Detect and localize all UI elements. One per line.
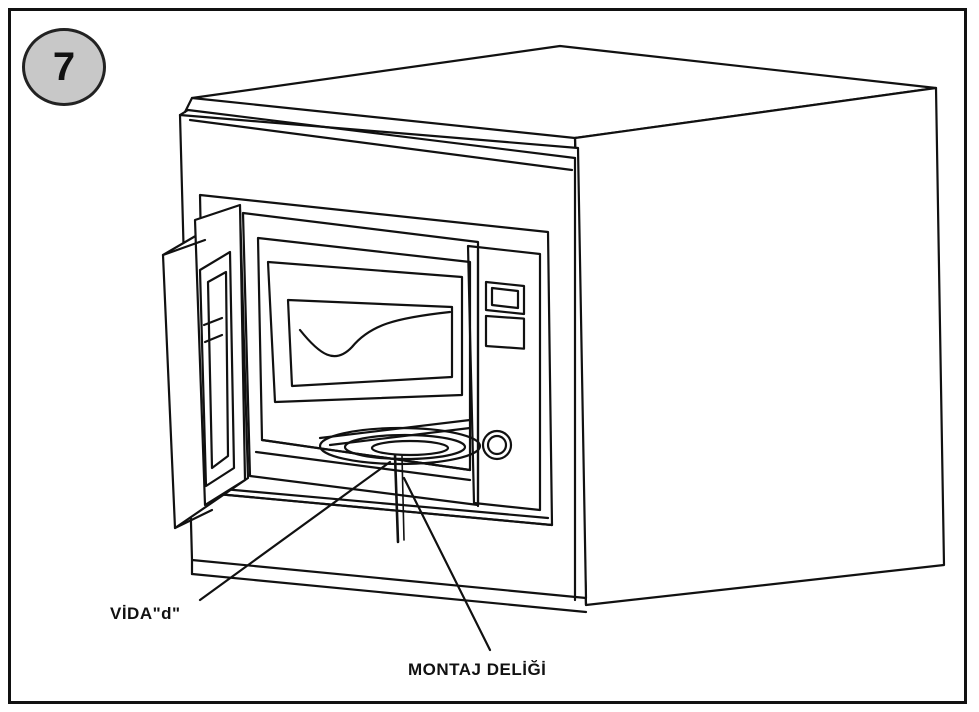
- display-window: [484, 314, 526, 350]
- screw-label: VİDA"d": [110, 604, 181, 623]
- open-door: [161, 203, 250, 530]
- control-panel: [466, 244, 542, 512]
- step-number: 7: [52, 44, 76, 89]
- turntable: [318, 418, 482, 466]
- cabinet-side: [573, 86, 946, 607]
- oven-cavity: [241, 211, 480, 507]
- mounting-hole-leader-line: [402, 476, 492, 652]
- screw-leader-line: [198, 460, 392, 602]
- screw-marker: [393, 453, 405, 544]
- mounting-hole-label: MONTAJ DELİĞİ: [408, 660, 547, 679]
- step-badge: 7: [22, 28, 106, 106]
